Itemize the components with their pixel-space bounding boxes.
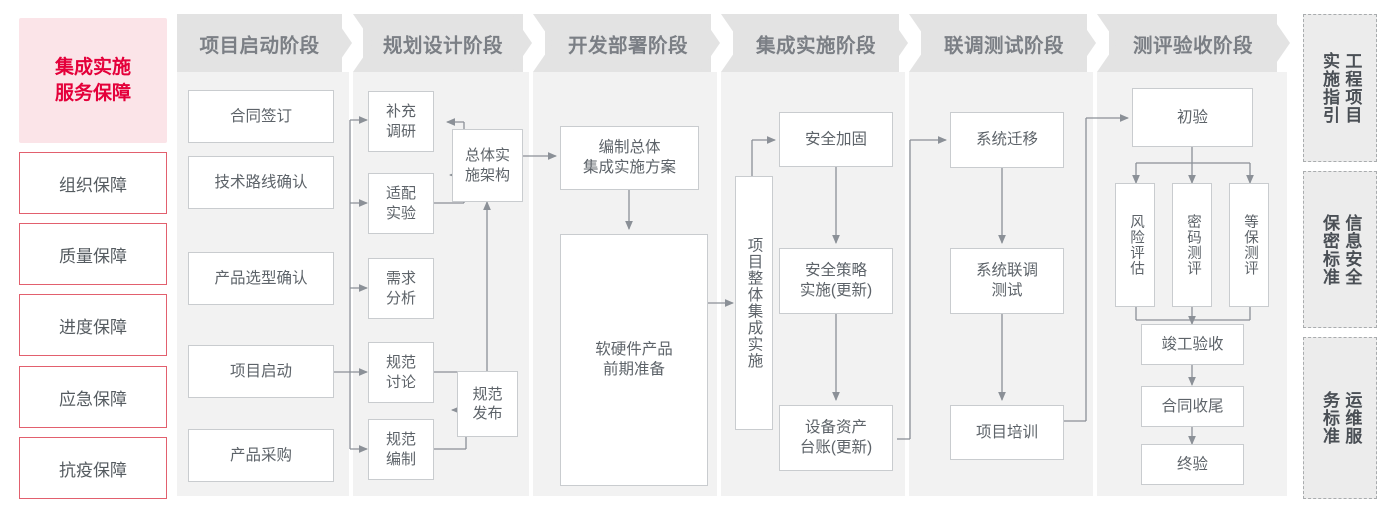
- node-adaptation-experiment[interactable]: 适配 实验: [368, 173, 434, 234]
- side-panel-label: 实施指引工程项目: [1320, 52, 1362, 124]
- node-requirement-analysis[interactable]: 需求 分析: [368, 258, 434, 319]
- node-risk-assessment[interactable]: 风险评估: [1115, 183, 1155, 307]
- node-product-procurement[interactable]: 产品采购: [188, 429, 334, 482]
- side-panel-label: 保密标准信息安全: [1320, 213, 1362, 286]
- node-security-policy-implementation[interactable]: 安全策略 实施(更新): [779, 248, 893, 314]
- guarantee-item-epidemic[interactable]: 抗疫保障: [19, 437, 167, 499]
- phase-header-label: 集成实施阶段: [755, 34, 876, 57]
- node-system-migration[interactable]: 系统迁移: [950, 112, 1064, 168]
- phase-header-label: 规划设计阶段: [382, 34, 503, 57]
- service-guarantee-title: 集成实施 服务保障: [19, 18, 167, 143]
- phase-header-label: 项目启动阶段: [199, 34, 320, 57]
- phase-header-5[interactable]: 联调测试阶段: [921, 14, 1087, 72]
- phase-header-label: 联调测试阶段: [943, 34, 1064, 57]
- guarantee-item-quality[interactable]: 质量保障: [19, 223, 167, 285]
- node-tech-route-confirm[interactable]: 技术路线确认: [188, 156, 334, 209]
- node-cryptography-evaluation[interactable]: 密码测评: [1172, 183, 1212, 307]
- node-contract-closeout[interactable]: 合同收尾: [1141, 386, 1244, 427]
- node-completion-acceptance[interactable]: 竣工验收: [1141, 324, 1244, 365]
- node-system-joint-debug-test[interactable]: 系统联调 测试: [950, 248, 1064, 314]
- node-project-training[interactable]: 项目培训: [950, 405, 1064, 460]
- side-panel-infosec-standard[interactable]: 保密标准信息安全: [1303, 171, 1377, 328]
- node-standard-discussion[interactable]: 规范 讨论: [368, 342, 434, 403]
- node-overall-implementation-architecture[interactable]: 总体实 施架构: [452, 129, 523, 202]
- guarantee-item-organization[interactable]: 组织保障: [19, 152, 167, 214]
- node-project-kickoff[interactable]: 项目启动: [188, 345, 334, 398]
- node-equipment-asset-ledger[interactable]: 设备资产 台账(更新): [779, 405, 893, 471]
- node-classified-protection-evaluation[interactable]: 等保测评: [1229, 183, 1269, 307]
- guarantee-item-schedule[interactable]: 进度保障: [19, 294, 167, 356]
- node-hardware-software-preparation[interactable]: 软硬件产品 前期准备: [560, 234, 708, 486]
- node-supplementary-research[interactable]: 补充 调研: [368, 91, 434, 152]
- side-panel-engineering-guideline[interactable]: 实施指引工程项目: [1303, 14, 1377, 162]
- node-draft-overall-integration-plan[interactable]: 编制总体 集成实施方案: [560, 126, 699, 190]
- node-final-acceptance[interactable]: 终验: [1141, 444, 1244, 485]
- phase-header-label: 开发部署阶段: [567, 34, 688, 57]
- node-product-selection-confirm[interactable]: 产品选型确认: [188, 252, 334, 305]
- phase-header-4[interactable]: 集成实施阶段: [733, 14, 899, 72]
- node-security-hardening[interactable]: 安全加固: [779, 112, 893, 167]
- phase-header-2[interactable]: 规划设计阶段: [363, 14, 523, 72]
- phase-header-6[interactable]: 测评验收阶段: [1109, 14, 1277, 72]
- node-preliminary-acceptance[interactable]: 初验: [1132, 88, 1253, 147]
- side-panel-label: 务标准运维服: [1320, 391, 1362, 445]
- side-panel-ops-service-standard[interactable]: 务标准运维服: [1303, 337, 1377, 499]
- phase-header-label: 测评验收阶段: [1132, 34, 1253, 57]
- node-contract-signing[interactable]: 合同签订: [188, 90, 334, 143]
- guarantee-item-emergency[interactable]: 应急保障: [19, 366, 167, 428]
- node-standard-release[interactable]: 规范 发布: [457, 371, 518, 437]
- node-overall-project-integration[interactable]: 项目整体集成实施: [735, 176, 773, 430]
- phase-header-1[interactable]: 项目启动阶段: [177, 14, 342, 72]
- phase-header-3[interactable]: 开发部署阶段: [545, 14, 711, 72]
- node-standard-drafting[interactable]: 规范 编制: [368, 419, 434, 480]
